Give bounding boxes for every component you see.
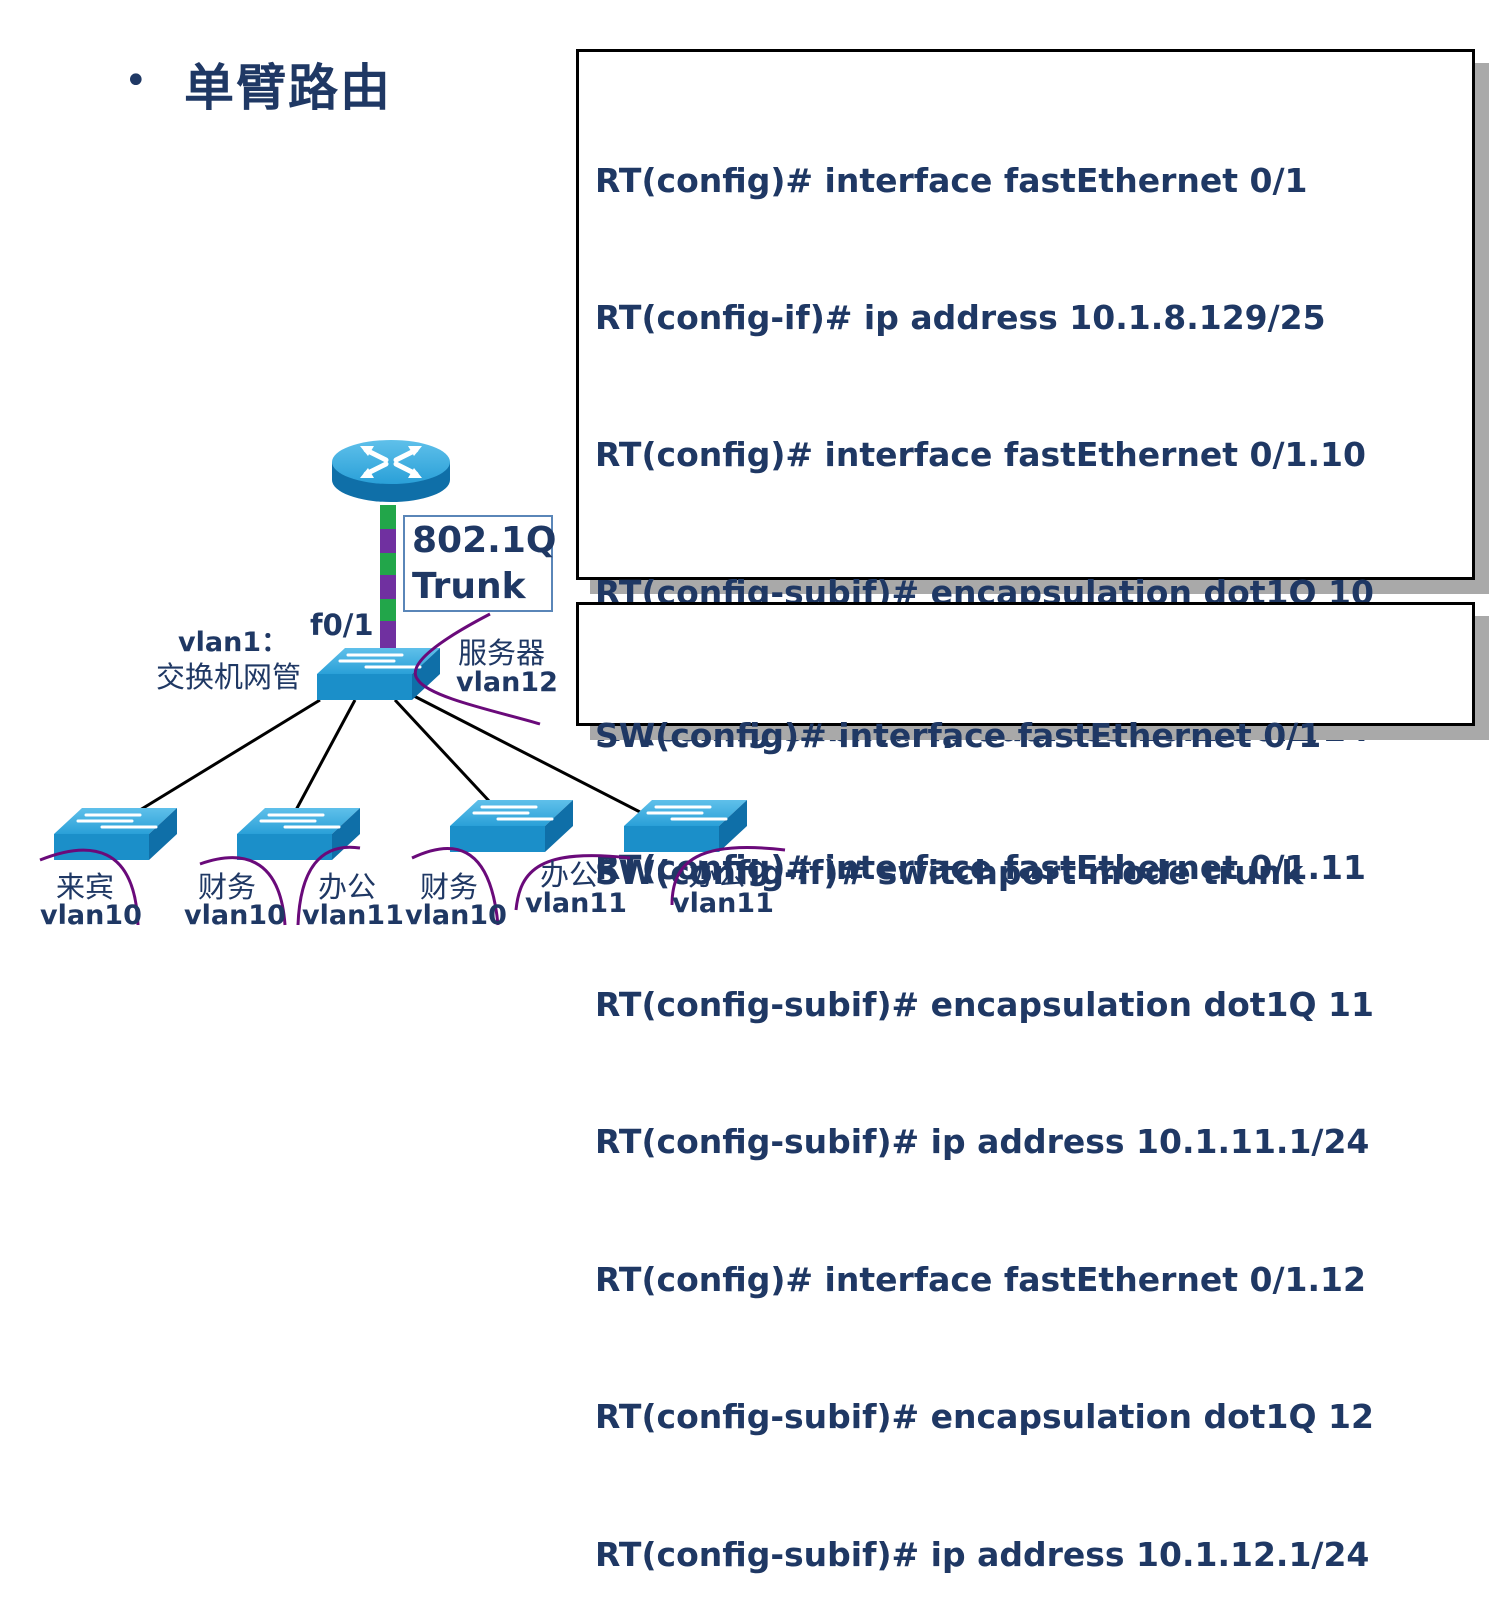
link-line — [393, 698, 492, 804]
group-name-label: 财务 — [420, 870, 479, 904]
trunk-label-mode: Trunk — [412, 566, 526, 607]
router-config-line: RT(config-subif)# ip address 10.1.12.1/2… — [595, 1534, 1370, 1574]
switch-config-line: SW(config)# interface fastEthernet 0/1 — [595, 715, 1322, 755]
page-title: 单臂路由 — [184, 59, 392, 117]
access-switch-icon — [54, 808, 177, 860]
access-switch-icon — [624, 800, 747, 852]
link-line — [139, 698, 321, 812]
vlan-curve — [514, 854, 631, 911]
group-name-label: 办公 — [688, 858, 747, 892]
trunk-label-type: 802.1Q — [412, 520, 557, 561]
group-vlan-label: vlan10 — [40, 900, 142, 931]
switch-config-box: SW(config)# interface fastEthernet 0/1 S… — [576, 602, 1475, 892]
router-config-line: RT(config)# interface fastEthernet 0/1.1… — [595, 435, 1366, 475]
group-name-label: 财务 — [198, 870, 257, 904]
router-config-line: RT(config-if)# ip address 10.1.8.129/25 — [595, 297, 1326, 337]
access-switch-icon — [450, 800, 573, 852]
core-switch-icon — [317, 648, 440, 700]
vlan-curve — [296, 845, 361, 926]
network-diagram — [39, 440, 786, 926]
vlan-curve — [413, 612, 541, 726]
vlan-curve — [670, 845, 786, 906]
vlan-boundaries — [39, 612, 786, 926]
trunk-label-box — [403, 515, 553, 612]
router-config-line: RT(config-subif)# encapsulation dot1Q 12 — [595, 1397, 1374, 1437]
switch-config-line: SW(config-if)# switchport mode trunk — [595, 852, 1304, 892]
server-name-label: 服务器 — [458, 636, 546, 670]
vlan-curve — [411, 846, 500, 926]
port-label: f0/1 — [310, 608, 374, 642]
group-vlan-label: vlan10 — [184, 900, 286, 931]
access-switch-icon — [237, 808, 360, 860]
access-links — [139, 693, 641, 814]
group-name-label: 来宾 — [56, 870, 115, 904]
group-vlan-label: vlan11 — [302, 900, 404, 931]
title-bullet: • — [124, 58, 148, 104]
link-line — [411, 693, 641, 814]
mgmt-vlan-label: vlan1： — [178, 627, 289, 658]
server-vlan-label: vlan12 — [456, 667, 558, 698]
group-vlan-label: vlan11 — [525, 888, 627, 919]
mgmt-desc-label: 交换机网管 — [156, 660, 302, 694]
link-line — [294, 699, 357, 811]
router-config-line: RT(config)# interface fastEthernet 0/1.1… — [595, 1259, 1366, 1299]
router-config-line: RT(config-subif)# encapsulation dot1Q 11 — [595, 984, 1374, 1024]
trunk-link — [380, 505, 396, 649]
group-name-label: 办公 — [540, 858, 599, 892]
vlan-curve — [39, 848, 140, 926]
group-vlan-label: vlan11 — [672, 888, 774, 919]
router-icon — [332, 440, 450, 502]
router-config-line: RT(config-subif)# ip address 10.1.11.1/2… — [595, 1122, 1370, 1162]
router-config-line: RT(config)# interface fastEthernet 0/1 — [595, 160, 1308, 200]
group-name-label: 办公 — [318, 870, 377, 904]
vlan-curve — [199, 856, 287, 926]
group-vlan-label: vlan10 — [405, 900, 507, 931]
